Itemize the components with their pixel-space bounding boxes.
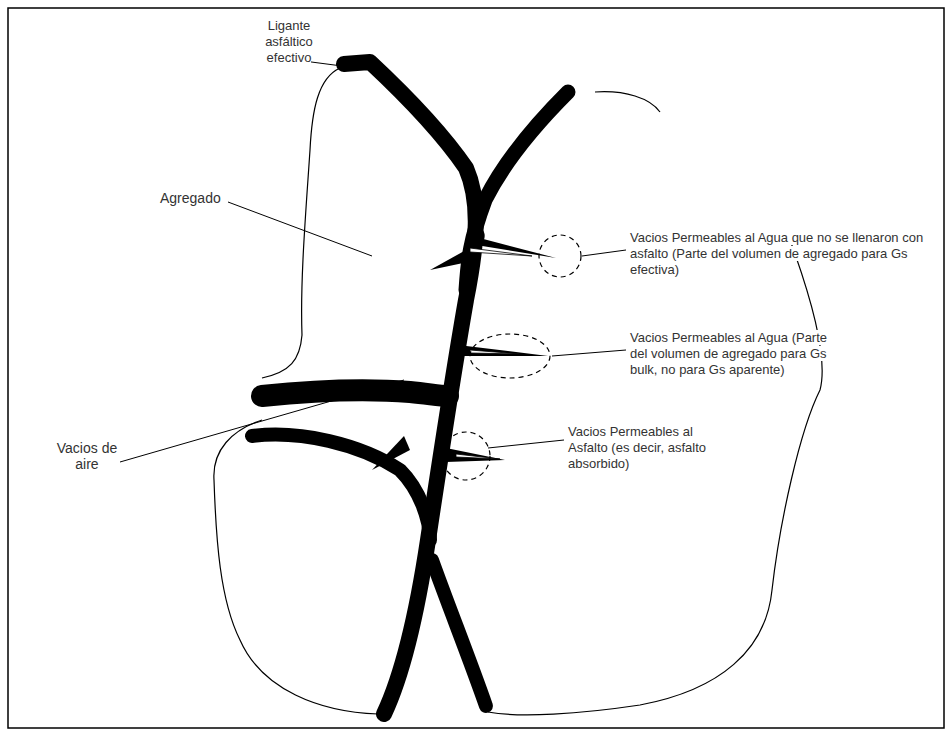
callout-circles <box>442 235 581 480</box>
label-text: Vacios de aire <box>57 440 117 472</box>
frame <box>8 8 944 728</box>
label-text: Ligante asfáltico efectivo <box>265 18 313 65</box>
callout-label: Vacios Permeables al Agua (Parte del vol… <box>630 330 840 378</box>
pores <box>372 227 556 470</box>
label-text: Vacios Permeables al Agua que no se llen… <box>630 230 923 277</box>
asphalt-binder <box>252 62 568 714</box>
label-text: Vacios Permeables al Asfalto (es decir, … <box>568 424 706 471</box>
callout-label: Vacios Permeables al Agua que no se llen… <box>630 230 930 278</box>
callout-label: Ligante asfáltico efectivo <box>244 18 334 66</box>
leader-lines <box>120 60 626 462</box>
label-text: Agregado <box>160 190 221 206</box>
aggregate-outlines <box>214 68 822 715</box>
callout-label: Vacios Permeables al Asfalto (es decir, … <box>568 424 718 472</box>
label-text: Vacios Permeables al Agua (Parte del vol… <box>630 330 827 377</box>
callout-label: Vacios de aire <box>52 440 122 472</box>
pore-tips <box>456 248 532 459</box>
callout-label: Agregado <box>160 190 250 206</box>
